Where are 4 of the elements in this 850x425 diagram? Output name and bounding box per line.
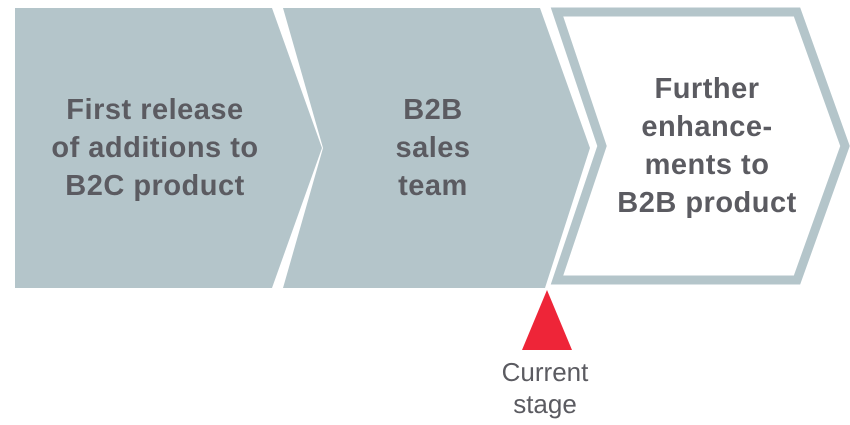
stage-label: First release of additions to B2C product (50, 93, 260, 204)
stage-indicator-label: Current stage (500, 356, 590, 420)
stage-label: B2B sales team (394, 93, 472, 204)
stage-label: Further enhance- ments to B2B product (616, 72, 798, 221)
